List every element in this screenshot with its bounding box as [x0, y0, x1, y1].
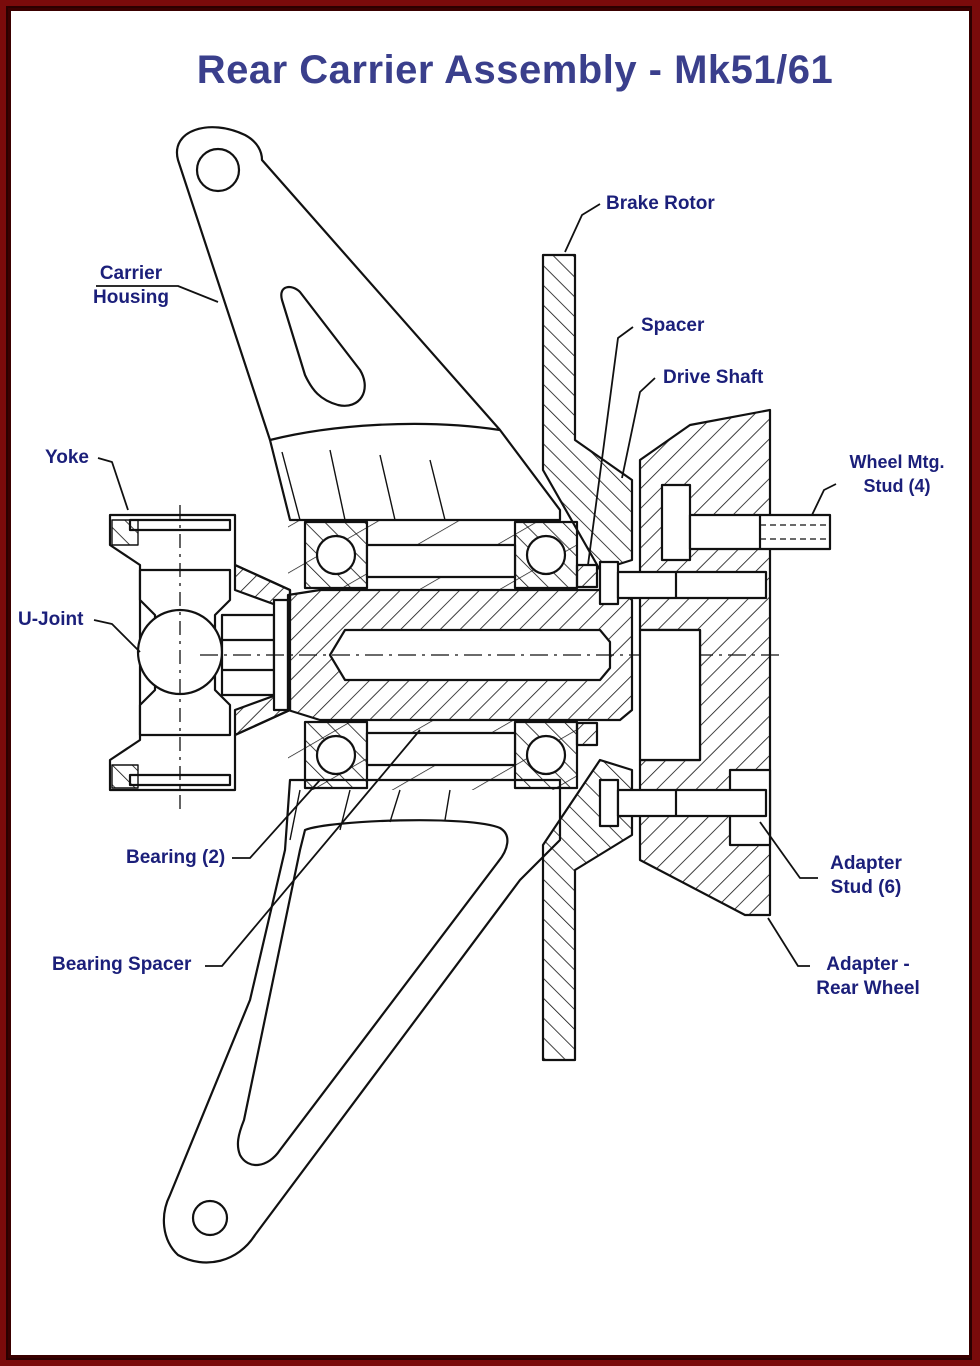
leader-lines	[93, 203, 837, 967]
label-adapter-rear-wheel-line1: Adapter -	[826, 954, 910, 975]
brake-rotor	[541, 253, 634, 1062]
u-joint	[136, 505, 232, 810]
label-bearing-spacer: Bearing Spacer	[52, 954, 192, 975]
label-brake-rotor: Brake Rotor	[606, 193, 715, 214]
label-u-joint: U-Joint	[18, 609, 84, 630]
bearing-upper-right	[513, 520, 579, 590]
lower-pivot-hole	[191, 1199, 229, 1237]
label-carrier-housing-line1: Carrier	[99, 263, 163, 284]
bearing-upper-left	[303, 520, 369, 590]
label-wheel-mtg-stud-line2: Stud (4)	[863, 476, 931, 496]
label-drive-shaft: Drive Shaft	[663, 367, 764, 388]
carrier-housing-upper-arm	[175, 126, 562, 522]
drive-shaft	[200, 588, 780, 722]
label-adapter-stud-line2: Stud (6)	[830, 877, 902, 898]
label-adapter-rear-wheel: Adapter - Rear Wheel	[808, 953, 928, 1001]
wheel-mounting-stud	[688, 513, 832, 551]
adapter-stud-lower	[598, 778, 768, 828]
bearing-lower-right	[513, 720, 579, 790]
bearing-spacer-upper	[365, 543, 517, 579]
label-adapter-stud: Adapter Stud (6)	[818, 852, 914, 900]
adapter-stud-upper	[598, 560, 768, 606]
label-carrier-housing: Carrier Housing	[88, 262, 174, 310]
page-title: Rear Carrier Assembly - Mk51/61	[196, 48, 834, 92]
label-adapter-stud-line1: Adapter	[830, 853, 902, 874]
label-carrier-housing-line2: Housing	[93, 287, 169, 308]
bearing-lower-left	[303, 720, 369, 790]
spacer-lower	[575, 721, 599, 747]
label-wheel-mtg-stud-line1: Wheel Mtg.	[849, 452, 945, 472]
label-yoke: Yoke	[45, 447, 90, 468]
bearing-spacer-lower	[365, 731, 517, 767]
upper-pivot-hole	[195, 147, 241, 193]
adapter-rear-wheel	[638, 408, 772, 917]
spacer-upper	[575, 563, 599, 589]
label-wheel-mtg-stud: Wheel Mtg. Stud (4)	[843, 450, 951, 498]
label-bearing: Bearing (2)	[126, 847, 226, 868]
label-adapter-rear-wheel-line2: Rear Wheel	[816, 978, 920, 999]
carrier-housing-lower-arm	[162, 778, 562, 1264]
label-spacer: Spacer	[641, 315, 705, 336]
